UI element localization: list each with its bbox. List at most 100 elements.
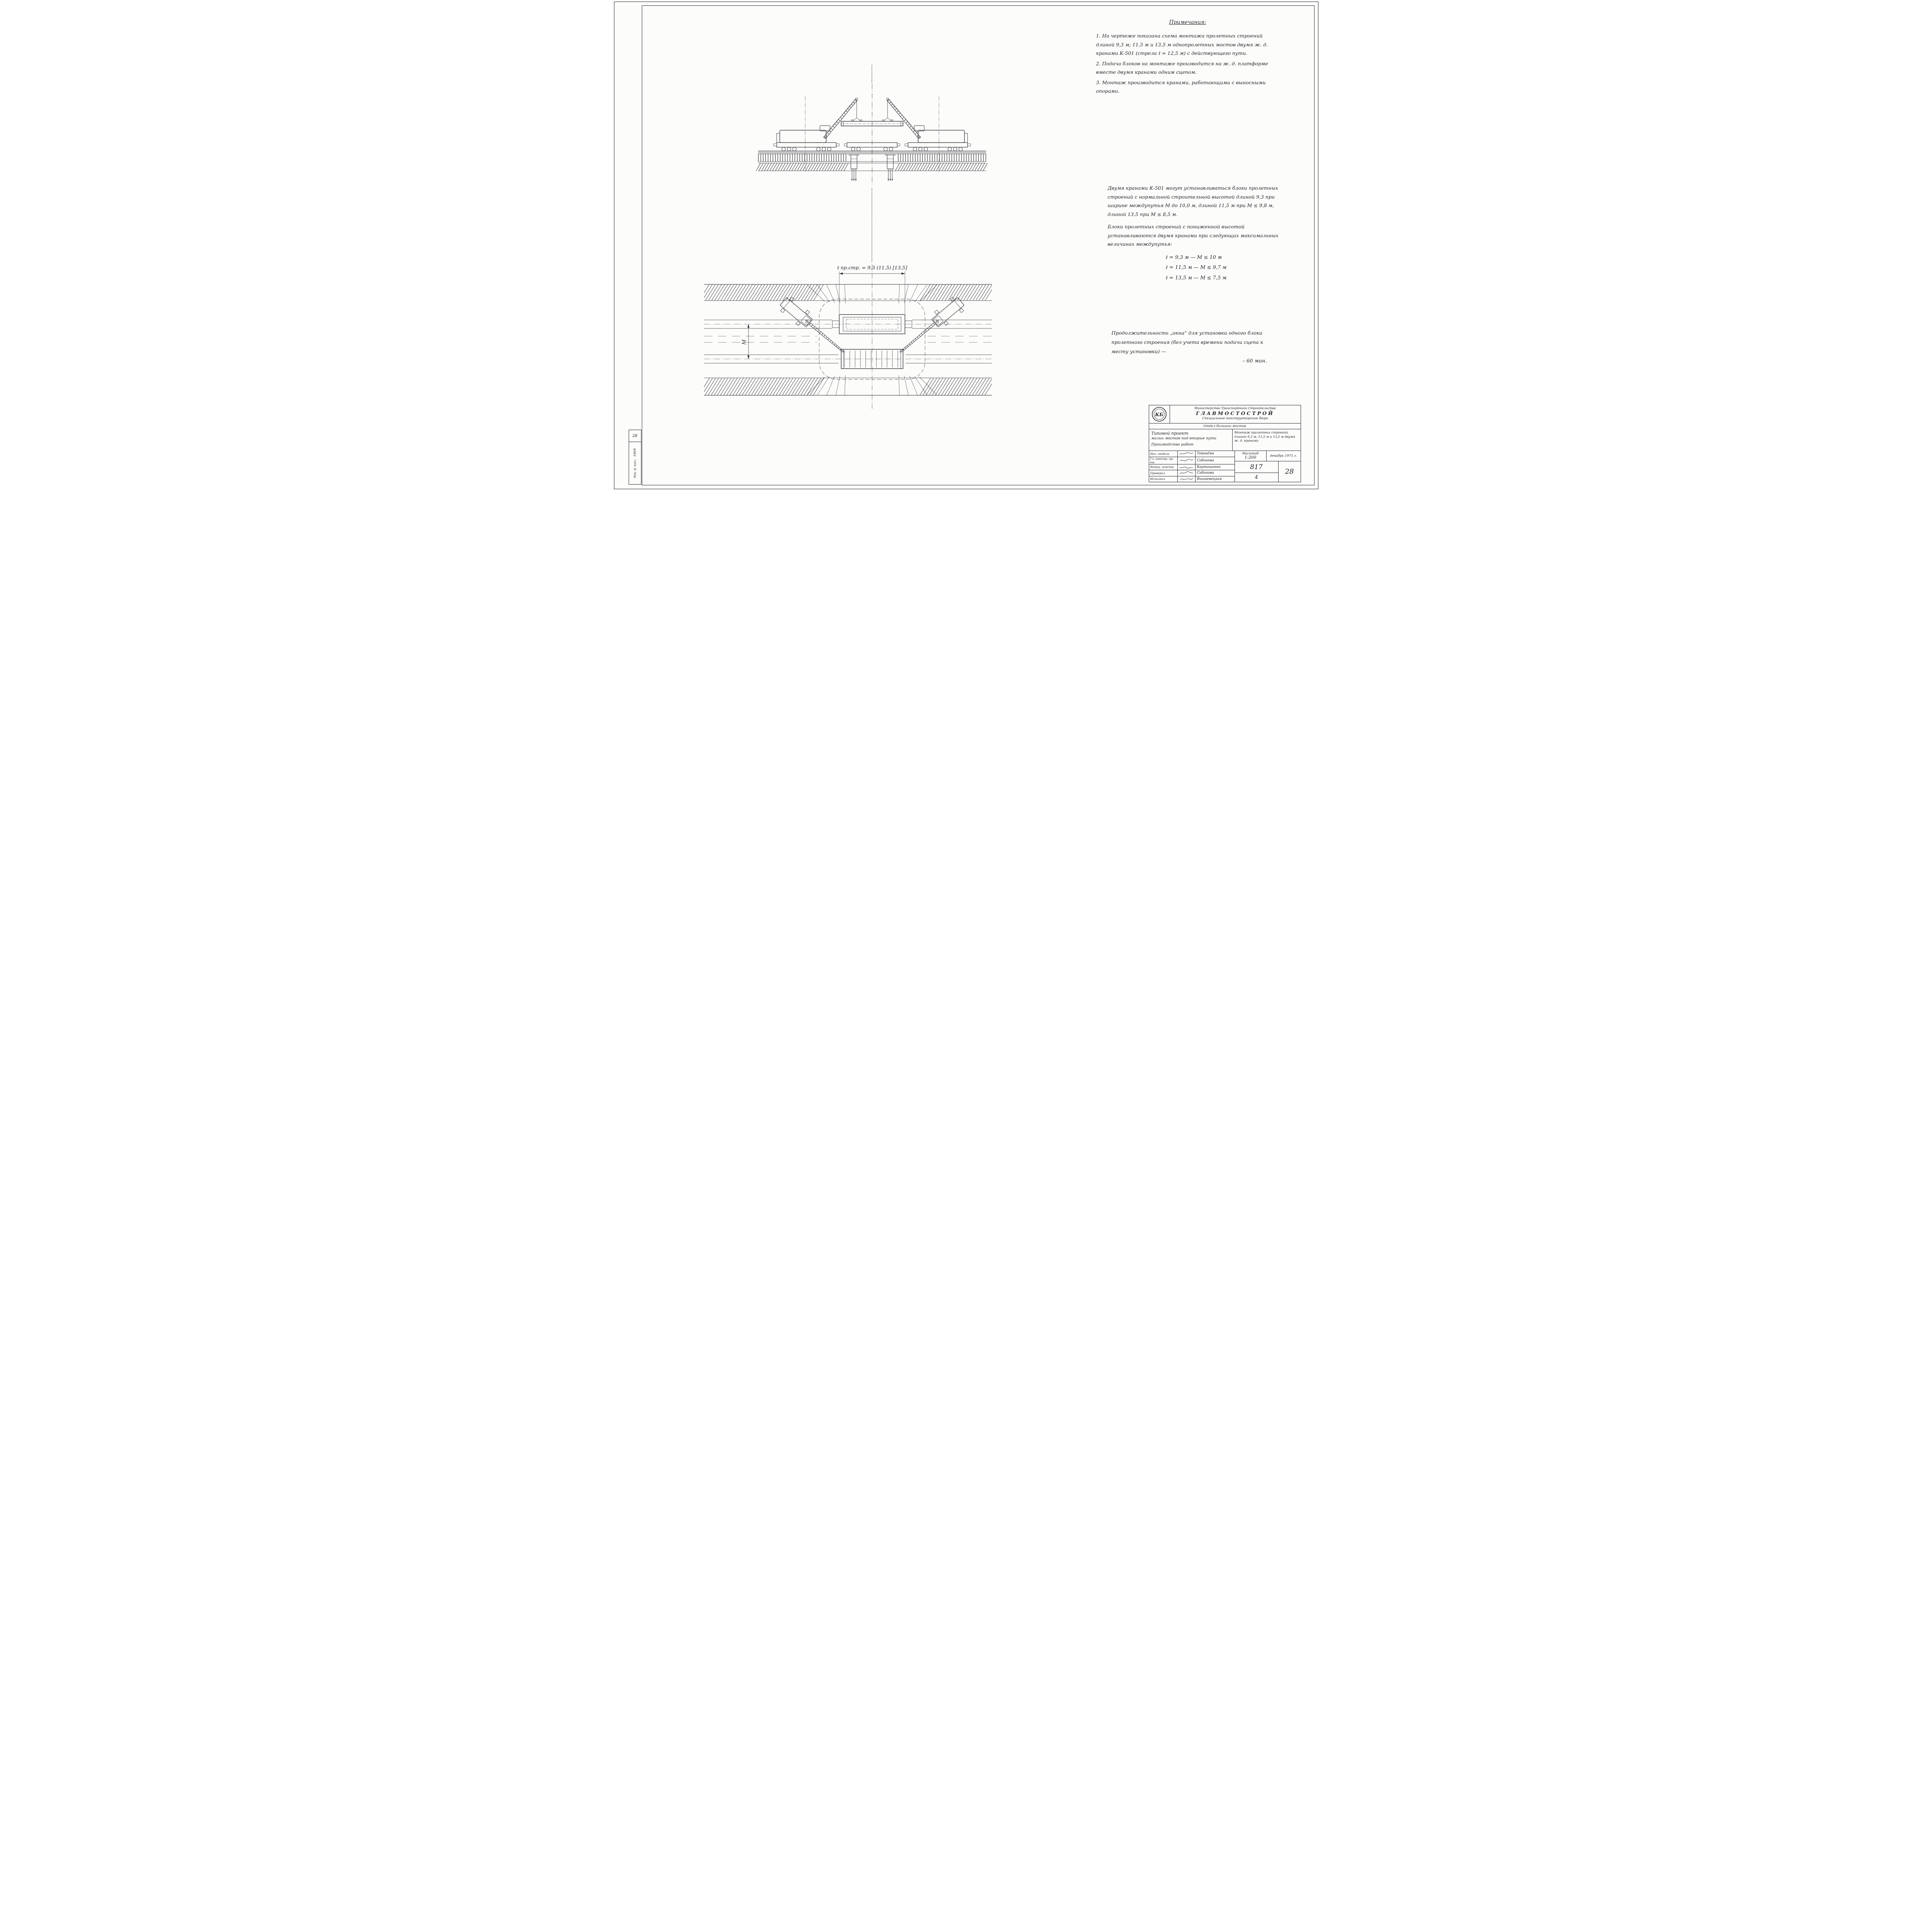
project-title-line3: Производство работ bbox=[1151, 442, 1194, 447]
signature-cell bbox=[1178, 457, 1196, 464]
series-number: 4 bbox=[1255, 474, 1258, 481]
right-boom-lattice bbox=[886, 98, 921, 139]
notes-title: Примечания: bbox=[1169, 19, 1206, 26]
project-number-cell: 817 4 bbox=[1235, 461, 1278, 482]
ministry-name: Министерство Транспортного Строительства bbox=[1194, 406, 1276, 410]
project-number: 817 bbox=[1235, 461, 1278, 473]
gauge-formulas: ℓ = 9,3 м — М ≤ 10 м ℓ = 11,5 м — М ≤ 9,… bbox=[1166, 253, 1285, 284]
approval-role: Гл. констр. пр-та bbox=[1149, 457, 1178, 464]
window-note-text: Продолжительность „окна” для установки о… bbox=[1111, 330, 1264, 354]
capacity-section: Двумя кранами К-501 могут устанавливатьс… bbox=[1108, 184, 1285, 283]
lower-track bbox=[704, 354, 992, 364]
title-block-bottom: Нач. отдела Тевондян Гл. констр. пр-та С… bbox=[1149, 451, 1301, 482]
window-note-value: – 60 мин. bbox=[1242, 358, 1267, 364]
note-item-2: 2. Подача блоков на монтаже производится… bbox=[1096, 60, 1268, 75]
approval-name: Тевондян bbox=[1197, 452, 1214, 456]
title-block-right: Масштаб 1:200 декабрь 1971 г. 817 4 28 bbox=[1235, 451, 1301, 482]
approval-role: Исполнил bbox=[1149, 476, 1178, 482]
right-crane-elevation bbox=[883, 98, 968, 143]
scale-label: Масштаб bbox=[1242, 452, 1259, 455]
approval-row: Ведущ. констр. Карташенко bbox=[1149, 464, 1235, 470]
signature-scribble bbox=[1180, 478, 1193, 480]
sheet-frame bbox=[641, 5, 1315, 485]
right-crane-flatcar bbox=[905, 142, 971, 151]
organization-block: Министерство Транспортного Строительства… bbox=[1170, 405, 1301, 423]
margin-stamp-sheet-no: 28 bbox=[629, 430, 641, 442]
signature-cell bbox=[1178, 464, 1196, 470]
capacity-paragraph-2: Блоки пролетных строений с пониженной вы… bbox=[1107, 224, 1279, 247]
left-crane-elevation bbox=[776, 98, 861, 143]
approval-row: Проверил Собинова bbox=[1149, 470, 1235, 476]
project-title: Типовой проект малых мостов под вторые п… bbox=[1149, 429, 1233, 451]
formula-3: ℓ = 13,5 м — М ≤ 7,5 м bbox=[1165, 275, 1227, 281]
approval-row: Нач. отдела Тевондян bbox=[1149, 451, 1235, 457]
skb-logo-letters: КБ bbox=[1155, 412, 1163, 417]
lower-embankment bbox=[704, 378, 992, 396]
gauge-label: М bbox=[742, 339, 747, 345]
plan-view: ℓ пр.стр. = 9,3 (11,5) [13,5] bbox=[704, 264, 992, 410]
signature-scribble bbox=[1180, 459, 1193, 461]
signature-cell bbox=[1178, 476, 1196, 482]
elevation-view bbox=[755, 84, 988, 186]
field-lines bbox=[704, 336, 992, 343]
margin-stamp-inv-no: 1869 bbox=[633, 448, 637, 457]
approval-name: Собинова bbox=[1197, 458, 1214, 463]
bureau-name: Специальное конструкторское бюро bbox=[1202, 417, 1268, 420]
department-name: Отдел больших мостов bbox=[1149, 423, 1301, 429]
signature-cell bbox=[1178, 470, 1196, 476]
track-and-ground bbox=[755, 151, 988, 171]
left-boom-lattice bbox=[823, 98, 858, 139]
work-zone-boundary bbox=[819, 299, 925, 380]
span-block-on-platform bbox=[832, 314, 912, 334]
approval-name: Вишневецкая bbox=[1197, 477, 1222, 481]
notes-section: Примечания: 1. На чертеже показана схема… bbox=[1096, 18, 1279, 97]
left-crane-plan bbox=[779, 297, 845, 354]
formula-1: ℓ = 9,3 м — М ≤ 10 м bbox=[1165, 254, 1222, 260]
signature-scribble bbox=[1179, 471, 1193, 474]
project-title-line2: малых мостов под вторые пути bbox=[1151, 436, 1216, 441]
project-title-line1: Типовой проект bbox=[1151, 431, 1189, 436]
scale-value: 1:200 bbox=[1244, 455, 1257, 460]
window-duration-note: Продолжительность „окна” для установки о… bbox=[1112, 328, 1281, 366]
upper-embankment bbox=[704, 284, 992, 301]
signature-scribble bbox=[1179, 452, 1193, 455]
signature-cell bbox=[1178, 451, 1196, 457]
formula-2: ℓ = 11,5 м — М ≤ 9,7 м bbox=[1165, 265, 1227, 271]
upper-track bbox=[704, 320, 992, 329]
margin-stamp-body: Инв. № подл. 1869 bbox=[629, 442, 641, 484]
date-cell: декабрь 1971 г. bbox=[1270, 454, 1297, 458]
sheet-title: Монтаж пролетных строений длиной 9,3 м; … bbox=[1234, 430, 1295, 443]
number-row: 817 4 28 bbox=[1235, 461, 1301, 482]
margin-stamp-label: Инв. № подл. bbox=[633, 459, 636, 478]
approval-name: Карташенко bbox=[1197, 465, 1221, 469]
note-item-1: 1. На чертеже показана схема монтажа про… bbox=[1096, 33, 1268, 56]
signature-scribble bbox=[1179, 466, 1193, 468]
approval-rows: Нач. отдела Тевондян Гл. констр. пр-та С… bbox=[1149, 451, 1235, 482]
title-block: КБ Министерство Транспортного Строительс… bbox=[1148, 405, 1301, 482]
drawing-sheet: ℓ пр.стр. = 9,3 (11,5) [13,5] bbox=[612, 0, 1320, 491]
right-crane-plan bbox=[899, 297, 964, 354]
approval-row: Гл. констр. пр-та Собинова bbox=[1149, 457, 1235, 464]
track-gauge-dimension: М bbox=[742, 324, 750, 359]
approval-role: Проверил bbox=[1149, 470, 1178, 476]
span-dimension-label: ℓ пр.стр. = 9,3 (11,5) [13,5] bbox=[837, 265, 907, 270]
slope-fan-lines-bottom bbox=[807, 375, 937, 396]
margin-stamp: 28 Инв. № подл. 1869 bbox=[628, 430, 641, 485]
title-block-header: КБ Министерство Транспортного Строительс… bbox=[1149, 405, 1301, 423]
sheet-outer-border bbox=[614, 2, 1318, 489]
approval-role: Нач. отдела bbox=[1149, 451, 1178, 457]
capacity-paragraph-1: Двумя кранами К-501 могут устанавливатьс… bbox=[1107, 185, 1278, 217]
scale-date-row: Масштаб 1:200 декабрь 1971 г. bbox=[1235, 451, 1301, 461]
approval-name: Собинова bbox=[1197, 471, 1214, 475]
organization-name: ГЛАВМОСТОСТРОЙ bbox=[1196, 410, 1274, 416]
left-crane-flatcar bbox=[773, 142, 839, 151]
skb-logo: КБ bbox=[1149, 405, 1170, 423]
approval-role: Ведущ. констр. bbox=[1149, 464, 1178, 470]
scale-cell: Масштаб 1:200 bbox=[1235, 451, 1267, 461]
sheet-number: 28 bbox=[1278, 461, 1301, 482]
span-length-dimension: ℓ пр.стр. = 9,3 (11,5) [13,5] bbox=[837, 265, 907, 314]
approval-row: Исполнил Вишневецкая bbox=[1149, 476, 1235, 482]
note-item-3: 3. Монтаж производится кранами, работающ… bbox=[1096, 79, 1266, 94]
bridge-piers bbox=[848, 155, 896, 181]
title-block-middle: Типовой проект малых мостов под вторые п… bbox=[1149, 429, 1301, 451]
